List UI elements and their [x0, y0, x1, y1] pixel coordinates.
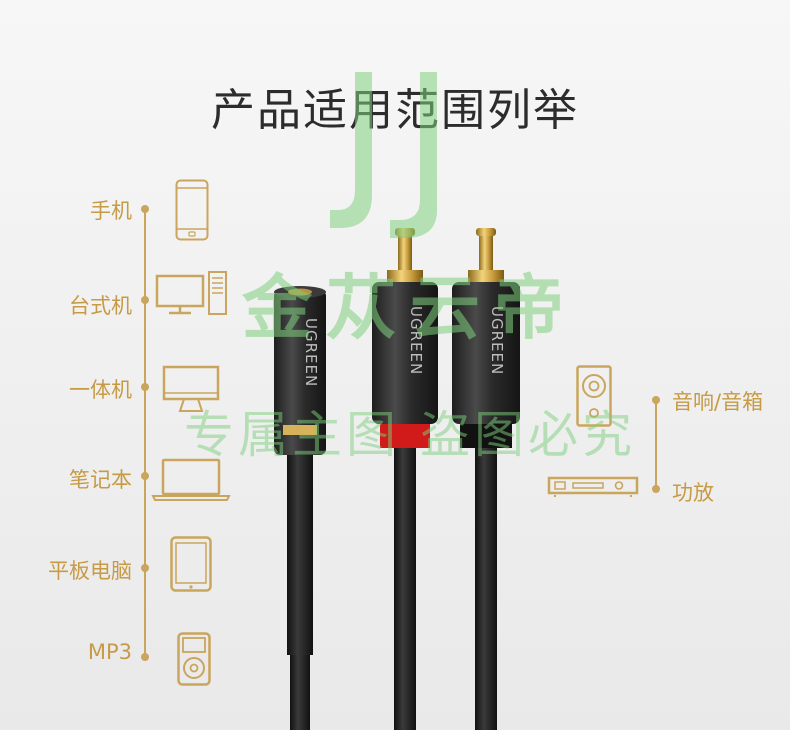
brand-logo-red: UGREEN: [407, 306, 425, 375]
brand-logo-aux: UGREEN: [302, 318, 320, 387]
timeline-dot: [141, 472, 149, 480]
device-label-tablet: 平板电脑: [48, 559, 132, 583]
timeline-dot: [141, 296, 149, 304]
device-label-mp3: MP3: [87, 640, 132, 664]
timeline-dot: [141, 205, 149, 213]
phone-icon: [175, 179, 209, 241]
device-label-speaker: 音响/音箱: [672, 390, 764, 414]
tablet-icon: [170, 536, 212, 592]
speaker-icon: [576, 365, 612, 427]
left-timeline-line: [144, 207, 146, 659]
device-label-desktop: 台式机: [69, 294, 132, 318]
timeline-dot: [141, 653, 149, 661]
brand-logo-black: UGREEN: [488, 306, 506, 375]
timeline-dot: [141, 564, 149, 572]
aux-female-plug: [274, 286, 326, 730]
rca-plug-black: [452, 228, 520, 730]
timeline-dot: [652, 485, 660, 493]
right-timeline-line: [655, 398, 657, 489]
desktop-icon: [155, 270, 229, 316]
laptop-icon: [151, 458, 231, 502]
device-label-laptop: 笔记本: [69, 468, 132, 492]
timeline-dot: [141, 383, 149, 391]
mp3-player-icon: [177, 632, 211, 686]
timeline-dot: [652, 396, 660, 404]
device-label-amplifier: 功放: [672, 481, 714, 505]
all-in-one-icon: [162, 365, 220, 413]
device-label-all-in-one: 一体机: [69, 378, 132, 402]
rca-plug-red: [372, 228, 438, 730]
amplifier-icon: [547, 476, 639, 498]
device-label-phone: 手机: [90, 199, 132, 223]
